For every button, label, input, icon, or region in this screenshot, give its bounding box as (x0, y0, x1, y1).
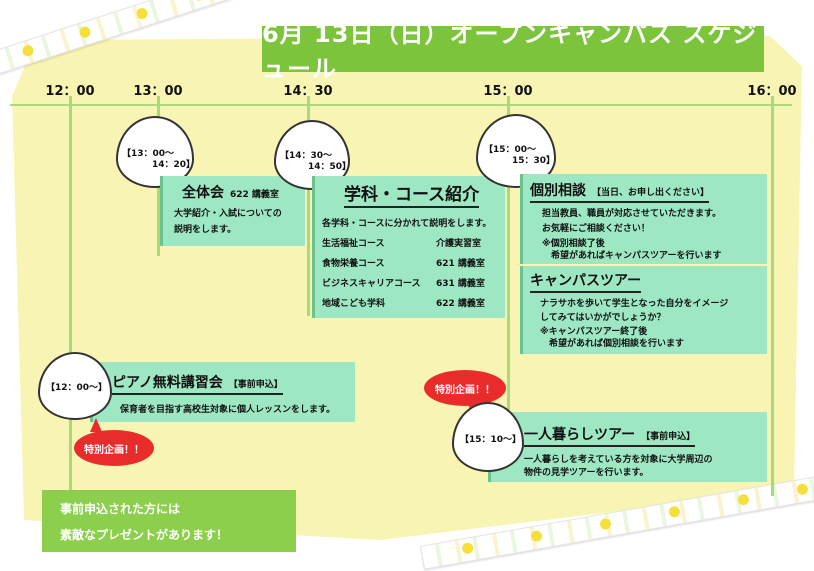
course-row-2-name: 食物栄養コース (322, 259, 385, 269)
session-piano-tag: 【事前申込】 (228, 380, 283, 390)
present-line1: 事前申込された方には (60, 502, 181, 516)
session-piano-title: ピアノ無料講習会【事前申込】 (112, 372, 283, 395)
session-campus-line2: してみてはいかがでしょうか？ (540, 313, 666, 323)
session-piano (90, 362, 355, 422)
course-row-4-room: 622 講義室 (436, 299, 485, 309)
course-row-4-name: 地域こども学科 (322, 299, 386, 309)
time-label-1500: 15：00 (483, 84, 533, 99)
session-campus (520, 266, 767, 354)
session-kobetsu (520, 174, 767, 264)
timeline-vline-1500 (507, 96, 510, 410)
egg-piano-time: 【12：00～】 (46, 383, 108, 393)
session-kobetsu-line2: お気軽にご相談ください！ (542, 224, 650, 234)
session-gakka-intro: 各学科・コースに分かれて説明をします。 (322, 219, 492, 229)
egg-zentai-time-start: 【13：00～ (122, 149, 175, 159)
egg-zentai-time-end: 14：20】 (152, 160, 196, 170)
session-gakka (312, 176, 505, 318)
session-campus-title: キャンパスツアー (530, 270, 642, 293)
course-row-3-name: ビジネスキャリアコース (322, 279, 421, 289)
session-kobetsu-title: 個別相談【当日、お申し出ください】 (530, 180, 710, 203)
page-title: 6月 13日（日）オープンキャンパス スケジュール (262, 20, 764, 83)
session-hitori-line1: 一人暮らしを考えている方を対象に大学周辺の (524, 455, 713, 465)
time-label-1430: 14：30 (283, 84, 333, 99)
time-label-1200: 12：00 (45, 84, 95, 99)
timeline-axis (10, 104, 792, 106)
present-banner (42, 490, 296, 552)
session-hitori-tag: 【事前申込】 (641, 432, 696, 442)
egg-piano (38, 352, 112, 420)
egg-kobetsu-time-start: 【15：00～ (484, 145, 537, 155)
session-hitori (488, 412, 767, 482)
egg-kobetsu (476, 114, 556, 188)
session-campus-line3: ※キャンパスツアー終了後 (540, 327, 648, 337)
egg-gakka-time-start: 【14：30～ (280, 151, 333, 161)
special-bubble-hitori: 特別企画！！ (424, 370, 506, 406)
session-gakka-title: 学科・コース紹介 (344, 180, 480, 208)
egg-hitori-time: 【15：10～】 (460, 435, 522, 445)
session-zentai-line2: 説明をします。 (174, 225, 237, 235)
special-bubble-tail-piano (90, 418, 102, 432)
session-kobetsu-line1: 担当教員、職員が対応させていただきます。 (542, 209, 722, 219)
course-row-1-name: 生活福祉コース (322, 239, 385, 249)
course-row-3-room: 631 講義室 (436, 279, 485, 289)
time-label-1300: 13：00 (133, 84, 183, 99)
session-campus-line4: 希望があれば個別相談を行います (540, 339, 685, 349)
session-kobetsu-line3: ※個別相談了後 (542, 239, 605, 249)
session-piano-line1: 保育者を目指す高校生対象に個人レッスンをします。 (120, 405, 336, 415)
timeline-vline-1600 (771, 96, 774, 496)
session-zentai-room: 622 講義室 (230, 190, 279, 200)
session-kobetsu-line4: 希望があればキャンパスツアーを行います (542, 251, 722, 261)
egg-gakka-time-end: 14：50】 (308, 162, 352, 172)
course-row-1-room: 介護実習室 (436, 239, 482, 249)
session-zentai (160, 176, 305, 246)
time-label-1600: 16：00 (747, 84, 797, 99)
session-hitori-line2: 物件の見学ツアーを行います。 (524, 468, 649, 478)
session-campus-line1: ナラサホを歩いて学生となった自分をイメージ (540, 299, 729, 309)
session-kobetsu-note: 【当日、お申し出ください】 (592, 188, 710, 198)
present-line2: 素敵なプレゼントがあります！ (60, 528, 229, 542)
egg-hitori (452, 402, 524, 472)
egg-kobetsu-time-end: 15：30】 (512, 156, 556, 166)
special-bubble-piano: 特別企画！！ (74, 430, 154, 466)
timeline-vline-1200 (69, 96, 72, 496)
session-hitori-title: 一人暮らしツアー【事前申込】 (524, 424, 696, 447)
timeline-vline-1430 (307, 96, 310, 316)
course-row-2-room: 621 講義室 (436, 259, 485, 269)
session-zentai-line1: 大学紹介・入試についての (174, 209, 282, 219)
